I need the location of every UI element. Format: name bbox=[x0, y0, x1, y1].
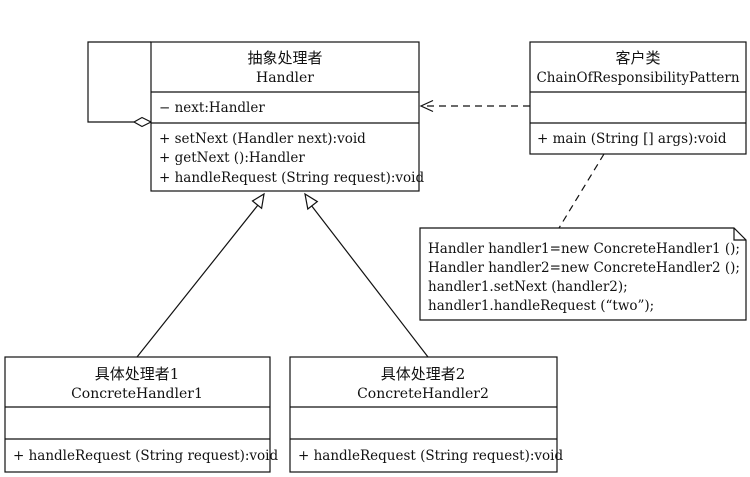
concrete1-method: + handleRequest (String request):void bbox=[13, 448, 278, 464]
concrete1-title-cn: 具体处理者1 bbox=[95, 365, 180, 383]
concrete-handler-1-class: 具体处理者1 ConcreteHandler1 + handleRequest … bbox=[4, 356, 278, 473]
concrete-handler-2-class: 具体处理者2 ConcreteHandler2 + handleRequest … bbox=[289, 356, 563, 473]
generalization-arrowhead-1 bbox=[251, 192, 265, 210]
code-note: Handler handler1=new ConcreteHandler1 ()… bbox=[419, 227, 747, 321]
note-line: Handler handler1=new ConcreteHandler1 ()… bbox=[428, 241, 740, 257]
concrete2-title-en: ConcreteHandler2 bbox=[357, 386, 489, 402]
note-folded-corner bbox=[733, 228, 746, 241]
generalization-arrowhead-2 bbox=[304, 192, 319, 211]
note-line: handler1.handleRequest (“two”); bbox=[428, 298, 654, 314]
note-line: handler1.setNext (handler2); bbox=[428, 279, 628, 295]
handler-title-cn: 抽象处理者 bbox=[247, 49, 322, 67]
client-title-en: ChainOfResponsibilityPattern bbox=[536, 70, 739, 86]
note-line: Handler handler2=new ConcreteHandler2 ()… bbox=[428, 260, 740, 276]
generalization-line-1 bbox=[136, 204, 259, 358]
handler-title-en: Handler bbox=[256, 70, 314, 86]
generalization-line-2 bbox=[310, 204, 429, 358]
client-class: 客户类 ChainOfResponsibilityPattern + main … bbox=[529, 41, 747, 155]
concrete1-title-en: ConcreteHandler1 bbox=[71, 386, 203, 402]
handler-class: 抽象处理者 Handler − next:Handler + setNext (… bbox=[150, 41, 424, 192]
client-title-cn: 客户类 bbox=[615, 49, 660, 67]
handler-method: + getNext ():Handler bbox=[159, 150, 305, 166]
dependency-arrowhead bbox=[419, 99, 434, 113]
aggregation-diamond bbox=[132, 116, 153, 128]
note-anchor-line bbox=[558, 153, 605, 229]
self-aggregation-line bbox=[87, 41, 151, 123]
concrete2-title-cn: 具体处理者2 bbox=[381, 365, 466, 383]
concrete2-method: + handleRequest (String request):void bbox=[298, 448, 563, 464]
handler-attribute: − next:Handler bbox=[159, 100, 265, 116]
handler-method: + setNext (Handler next):void bbox=[159, 131, 366, 147]
note-shape bbox=[419, 227, 747, 321]
handler-method: + handleRequest (String request):void bbox=[159, 170, 424, 186]
client-method: + main (String [] args):void bbox=[537, 131, 727, 147]
